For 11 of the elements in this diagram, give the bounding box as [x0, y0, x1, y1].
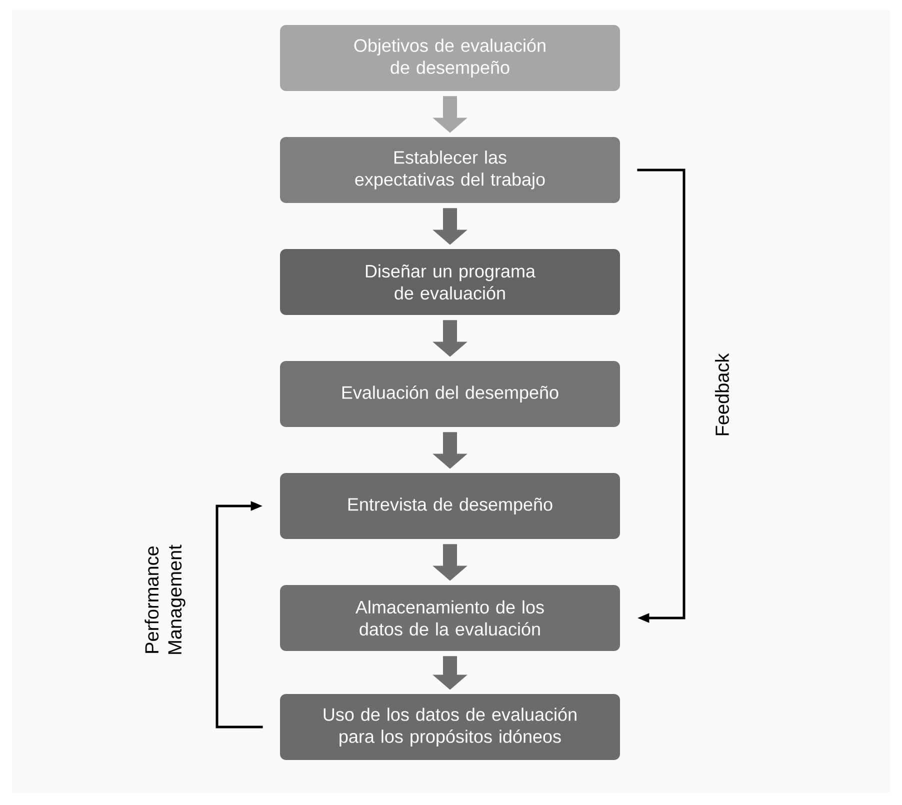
process-box: Uso de los datos de evaluación para los propósitos idóneos — [280, 694, 620, 760]
connector-arrow — [216, 501, 263, 728]
edge-label: Feedback — [715, 353, 729, 436]
edge-label: Performance Management — [144, 544, 186, 654]
process-box: Objetivos de evaluación de desempeño — [280, 24, 620, 91]
connector-arrow — [637, 168, 686, 623]
process-box: Almacenamiento de los datos de la evaluación — [280, 584, 620, 651]
process-box: Establecer las expectativas del trabajo — [280, 136, 620, 203]
process-box: Entrevista de desempeño — [280, 472, 620, 539]
process-box: Diseñar un programa de evaluación — [280, 248, 620, 315]
process-box: Evaluación del desempeño — [280, 360, 620, 427]
